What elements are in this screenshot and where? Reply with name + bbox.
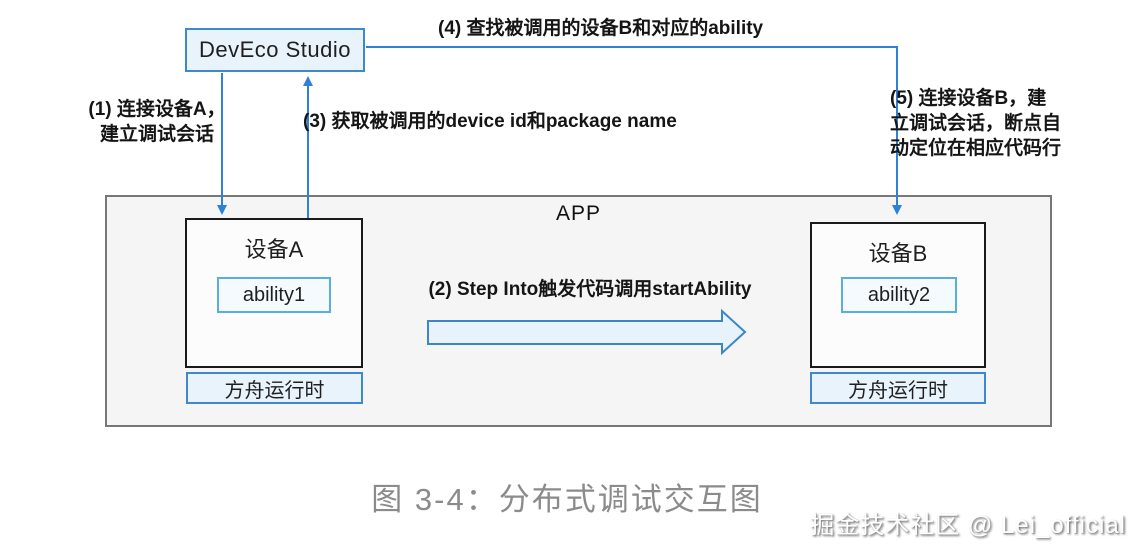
ability2-box: ability2 [841,277,957,313]
deveco-studio-label: DevEco Studio [198,37,352,62]
device-a-title: 设备A [244,237,304,262]
step2-label: (2) Step Into触发代码调用startAbility [428,279,752,300]
step1-label: (1) 连接设备A， 建立调试会话 [52,97,262,147]
ark-runtime-b-box: 方舟运行时 [810,372,986,404]
step4-label: (4) 查找被调用的设备B和对应的ability [438,18,764,39]
ark-runtime-a-box: 方舟运行时 [186,372,363,404]
step5-line2: 立调试会话，断点自 [890,113,1062,134]
ability1-box: ability1 [217,277,331,313]
step5-line3: 动定位在相应代码行 [890,138,1062,159]
step5-label: (5) 连接设备B，建 立调试会话，断点自 动定位在相应代码行 [890,86,1122,161]
step1-line2: 建立调试会话 [99,124,214,145]
step5-line1: (5) 连接设备B，建 [890,88,1047,109]
device-a-box: 设备A [185,218,363,368]
watermark-text: 掘金技术社区 @ Lei_official [810,512,1126,539]
step1-line1: (1) 连接设备A， [88,99,226,120]
deveco-studio-box: DevEco Studio [185,28,365,72]
device-b-title: 设备B [868,241,928,266]
step3-label: (3) 获取被调用的device id和package name [303,111,677,132]
figure-caption: 图 3-4：分布式调试交互图 [371,482,763,517]
